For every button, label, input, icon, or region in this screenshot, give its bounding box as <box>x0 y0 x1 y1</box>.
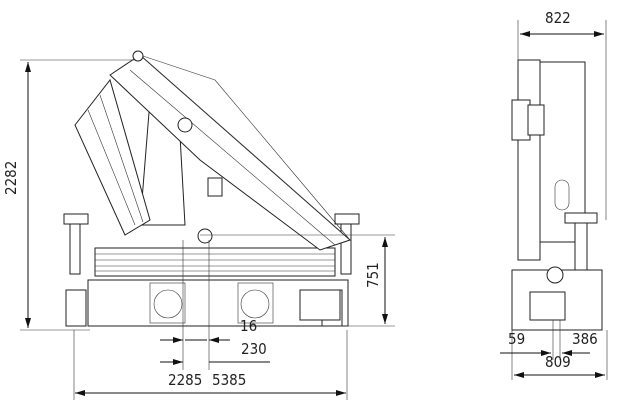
dim-base-height: 751 <box>364 262 382 288</box>
dim-left-offset: 59 <box>508 330 525 348</box>
rear-column <box>539 61 586 243</box>
base-hole-right <box>240 289 270 319</box>
control-block <box>207 177 223 197</box>
pivot-pin <box>177 117 193 133</box>
outrigger-leg-left <box>63 213 89 327</box>
base-hole-left <box>153 289 183 319</box>
dim-height-total: 2282 <box>2 161 20 195</box>
boom-folded-section <box>74 78 151 236</box>
dim-top-width: 822 <box>545 9 571 27</box>
dimension-lines <box>20 59 395 400</box>
dim-reach-2285: 2285 <box>168 371 202 389</box>
dim-right-offset: 386 <box>572 330 598 348</box>
slew-pivot <box>197 228 213 244</box>
rear-view: 822 59 386 809 <box>500 9 608 380</box>
control-valve <box>299 289 341 321</box>
rear-leg-cap <box>564 212 598 224</box>
hook <box>132 50 144 62</box>
outrigger-beams <box>94 247 336 277</box>
dim-bottom-width: 809 <box>545 353 571 371</box>
dim-offset-230: 230 <box>241 340 267 358</box>
rear-dimension-lines <box>500 20 608 380</box>
dim-offset-small: 16 <box>240 317 257 335</box>
rear-boom-side <box>517 59 541 261</box>
dim-reach-total: 5385 <box>212 371 246 389</box>
side-view: 2282 751 16 230 2285 5385 <box>2 50 395 400</box>
